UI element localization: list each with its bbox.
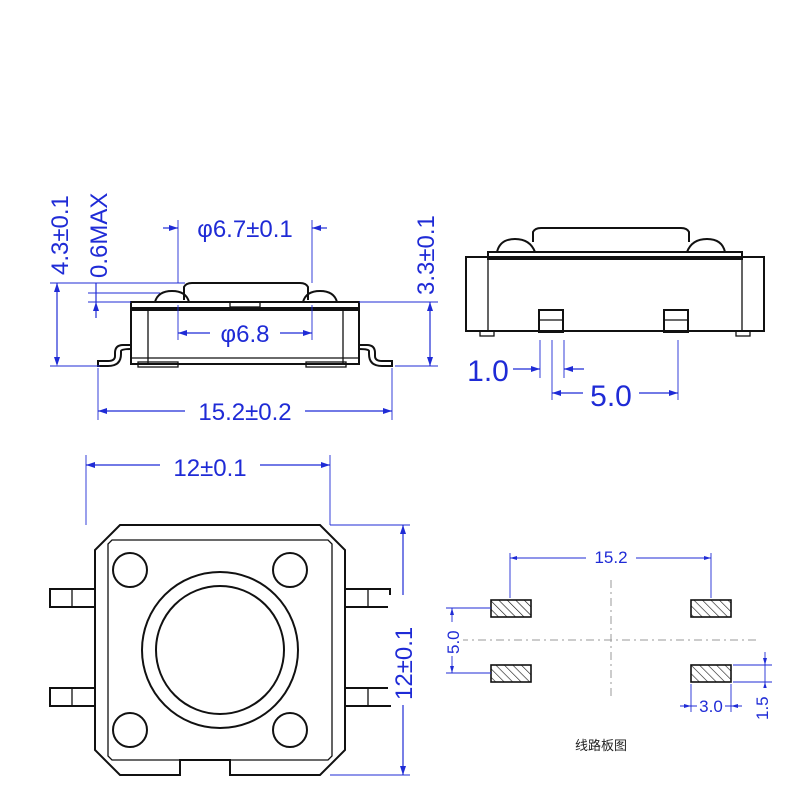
side-view-dimensions: 4.3±0.1 0.6MAX φ6.7±0.1 φ6.8 [47,193,440,426]
pad-top-left [490,599,532,618]
dim-pin-width: 1.0 [467,355,509,388]
side-view: 4.3±0.1 0.6MAX φ6.7±0.1 φ6.8 [47,193,440,426]
pcb-centerlines [460,580,760,700]
dim-pcb-pad-height: 1.5 [753,696,772,720]
pcb-pads [490,599,732,683]
dim-pcb-span: 15.2 [594,548,627,567]
dim-top-width: 12±0.1 [173,455,246,482]
top-view-outline [49,524,391,776]
top-view-dimensions: 12±0.1 12±0.1 [85,450,418,776]
dim-pcb-pad-width: 3.0 [699,697,723,716]
pad-bottom-left [490,664,532,683]
pad-bottom-right [690,664,732,683]
front-view-dimensions: 1.0 5.0 [467,340,679,413]
pad-top-right [690,599,732,618]
pcb-layout: 15.2 5.0 3.0 1.5 线路板图 [443,546,773,754]
dim-total-height: 4.3±0.1 [47,195,74,275]
dim-pcb-pitch: 5.0 [444,630,463,654]
dim-body-height: 3.3±0.1 [413,215,440,295]
pcb-layout-caption: 线路板图 [575,738,627,754]
pcb-dimensions: 15.2 5.0 3.0 1.5 [443,546,773,722]
dim-actuator-offset: 0.6MAX [86,193,113,278]
dim-top-height: 12±0.1 [391,627,418,700]
dim-pin-spacing: 5.0 [590,380,632,413]
front-view: 1.0 5.0 [465,227,765,413]
dim-overall-length: 15.2±0.2 [198,399,291,426]
front-view-outline [465,227,765,337]
top-view: 12±0.1 12±0.1 [49,450,418,776]
side-view-outline [97,282,393,368]
dim-actuator-base-dia: φ6.8 [221,321,270,348]
dim-actuator-top-dia: φ6.7±0.1 [197,216,292,243]
